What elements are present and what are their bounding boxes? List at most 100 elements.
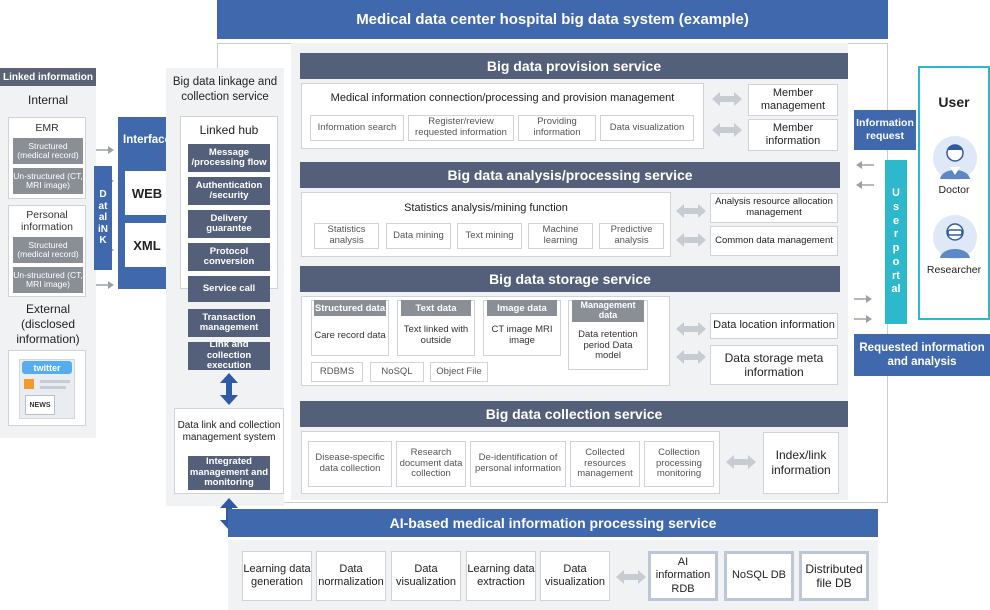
analysis-header: Big data analysis/processing service [300,162,840,188]
rss-icon [24,379,34,389]
arrow-right-icon [96,281,114,289]
main-title: Medical data center hospital big data sy… [217,0,888,39]
analysis-sub: Statistics analysis/mining function [404,202,568,215]
double-arrow-icon [616,570,646,584]
datalink-label: DataliNK [98,189,108,247]
xml-box: XML [125,223,169,267]
ai-db: AI information RDB [648,551,718,601]
collection-item: De-identification of personal informatio… [470,441,566,487]
data-location-info: Data location information [710,313,838,339]
newspaper-icon: NEWS [25,395,55,415]
user-panel [918,66,990,320]
ai-item: Data visualization [540,551,610,601]
storage-db: Object File [430,362,488,382]
user-title: User [938,94,970,110]
storage-col-head: Structured data [314,300,386,316]
arrow-right-icon [96,146,114,154]
ai-db: Distributed file DB [799,551,869,601]
ai-db: NoSQL DB [724,551,794,601]
data-storage-meta: Data storage meta information [710,345,838,385]
emr-label: EMR [35,121,59,134]
double-arrow-icon [676,322,706,336]
arrow-left-icon [856,181,874,189]
provision-sub: Medical information connection/processin… [330,92,675,105]
hub-item: Service call [188,276,270,302]
twitter-icon: twitter [22,361,72,374]
provision-item: Providing information [518,115,596,141]
integrated-monitoring: Integrated management and monitoring [188,455,270,490]
ai-item: Data normalization [316,551,386,601]
ai-item: Learning data generation [242,551,312,601]
analysis-item: Text mining [457,223,522,249]
storage-header: Big data storage service [300,266,840,292]
provision-header: Big data provision service [300,53,848,79]
common-data-management: Common data management [710,226,838,256]
researcher-label: Researcher [926,263,982,276]
storage-col-head: Text data [401,300,471,316]
ai-header: AI-based medical information processing … [228,509,878,537]
index-link-info: Index/link information [763,432,839,494]
double-arrow-icon [676,350,706,364]
information-request: Information request [854,110,916,150]
interface-title: Interface [123,134,171,146]
double-arrow-icon [676,204,706,218]
analysis-item: Data mining [386,223,451,249]
linked-hub-label: Linked hub [199,122,259,137]
storage-col-body: Care record data [314,329,386,341]
linked-info-header: Linked information [0,68,96,86]
analysis-item: Predictive analysis [599,223,664,249]
requested-info-analysis: Requested information and analysis [854,334,990,376]
user-portal: Userportal [885,160,907,324]
hub-item: Transaction management [188,309,270,337]
collection-header: Big data collection service [300,401,848,427]
personal-structured: Structured (medical record) [13,237,83,263]
linkage-title: Big data linkage and collection service [172,76,278,103]
analysis-item: Statistics analysis [314,223,379,249]
text-line-icon [40,386,66,389]
hub-item: Protocol conversion [188,243,270,271]
storage-col-body: Data retention period Data model [578,328,638,362]
personal-unstructured: Un-structured (CT, MRI image) [13,267,83,293]
provision-item: Data visualization [600,115,694,141]
storage-db: NoSQL [370,362,424,382]
provision-item: Information search [310,115,404,141]
hub-item: Delivery guarantee [188,210,270,238]
storage-col-head: Image data [487,300,557,316]
link-system-label: Data link and collection management syst… [177,420,281,443]
analysis-resource: Analysis resource allocation management [710,193,838,223]
researcher-icon [933,215,977,259]
member-management: Member management [748,84,838,116]
doctor-icon [933,136,977,180]
double-arrow-icon [726,455,756,469]
member-information: Member information [748,119,838,151]
double-arrow-vertical-icon [220,373,238,405]
ai-item: Learning data extraction [466,551,536,601]
storage-col-head: Management data [572,300,644,322]
emr-structured: Structured (medical record) [13,138,83,164]
hub-item: Message /processing flow [188,144,270,172]
doctor-label: Doctor [938,183,970,196]
storage-col-body: CT image MRI image [491,324,553,346]
storage-db: RDBMS [311,362,363,382]
collection-item: Research document data collection [396,441,466,487]
arrow-left-icon [856,161,874,169]
web-box: WEB [125,171,169,215]
datalink-bar [94,166,112,270]
collection-item: Collected resources management [570,441,640,487]
double-arrow-icon [676,233,706,247]
storage-col-body: Text linked with outside [403,324,469,346]
arrow-right-icon [854,315,872,323]
collection-item: Collection processing monitoring [644,441,714,487]
analysis-item: Machine learning [528,223,593,249]
emr-unstructured: Un-structured (CT, MRI image) [13,168,83,194]
ai-item: Data visualization [391,551,461,601]
hub-item: Authentication /security [188,177,270,205]
external-label: External (disclosed information) [16,301,80,346]
collection-item: Disease-specific data collection [308,441,392,487]
double-arrow-icon [712,92,742,106]
double-arrow-icon [712,123,742,137]
internal-label: Internal [27,92,69,107]
provision-item: Register/review requested information [408,115,514,141]
hub-item: Link and collection execution [188,340,270,371]
personal-label: Personal information [21,208,73,233]
